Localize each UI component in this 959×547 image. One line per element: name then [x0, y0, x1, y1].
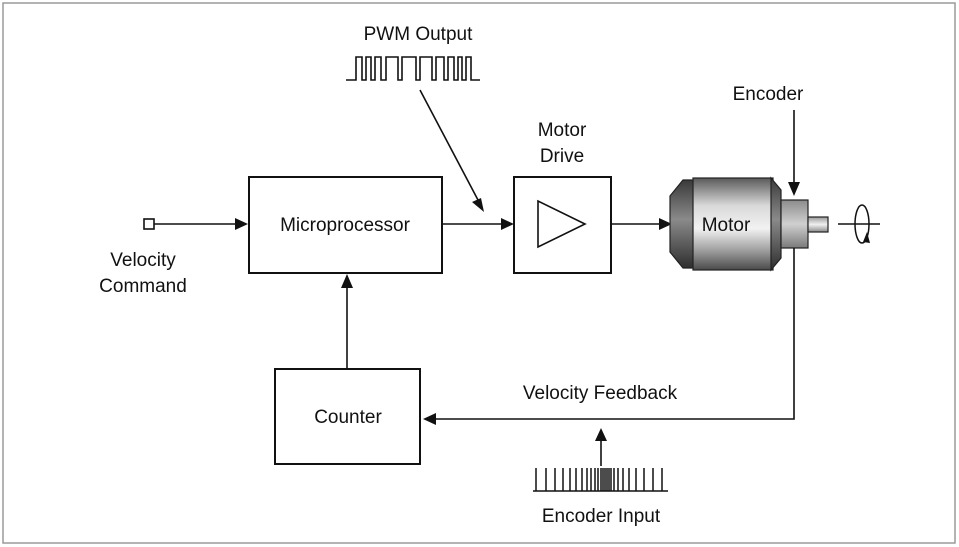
microprocessor-label: Microprocessor — [280, 215, 411, 236]
motor-icon — [669, 176, 782, 272]
velocity-command-label-line1: Velocity — [110, 250, 176, 271]
pwm-arrow — [419, 89, 479, 201]
encoder-label: Encoder — [733, 84, 804, 105]
drive-to-motor-arrowhead — [659, 218, 672, 230]
velocity-feedback-label: Velocity Feedback — [523, 383, 678, 404]
counter-to-micro-arrowhead — [341, 274, 353, 288]
motor-shaft — [807, 216, 829, 233]
encoder-pulse-train — [533, 468, 668, 492]
encoder-input-arrowhead — [595, 428, 607, 441]
feedback-line — [436, 248, 795, 420]
encoder-block — [780, 199, 809, 249]
amplifier-triangle-icon — [537, 199, 587, 249]
micro-to-drive-arrowhead — [501, 218, 514, 230]
encoder-arrowhead — [788, 182, 800, 196]
motor-label: Motor — [702, 215, 751, 236]
velocity-command-label-line2: Command — [99, 276, 187, 297]
pwm-waveform — [346, 56, 480, 81]
encoder-input-label: Encoder Input — [542, 506, 661, 527]
feedback-arrowhead — [423, 413, 436, 425]
rotation-icon — [838, 204, 880, 244]
command-arrowhead — [235, 218, 248, 230]
pwm-output-label: PWM Output — [364, 24, 473, 45]
velocity-command-terminal — [143, 218, 155, 230]
pwm-arrowhead — [472, 198, 484, 212]
motor-drive-label-line1: Motor — [538, 120, 587, 141]
counter-label: Counter — [314, 407, 382, 428]
microprocessor-block — [248, 176, 443, 274]
motor-drive-label-line2: Drive — [540, 146, 584, 167]
